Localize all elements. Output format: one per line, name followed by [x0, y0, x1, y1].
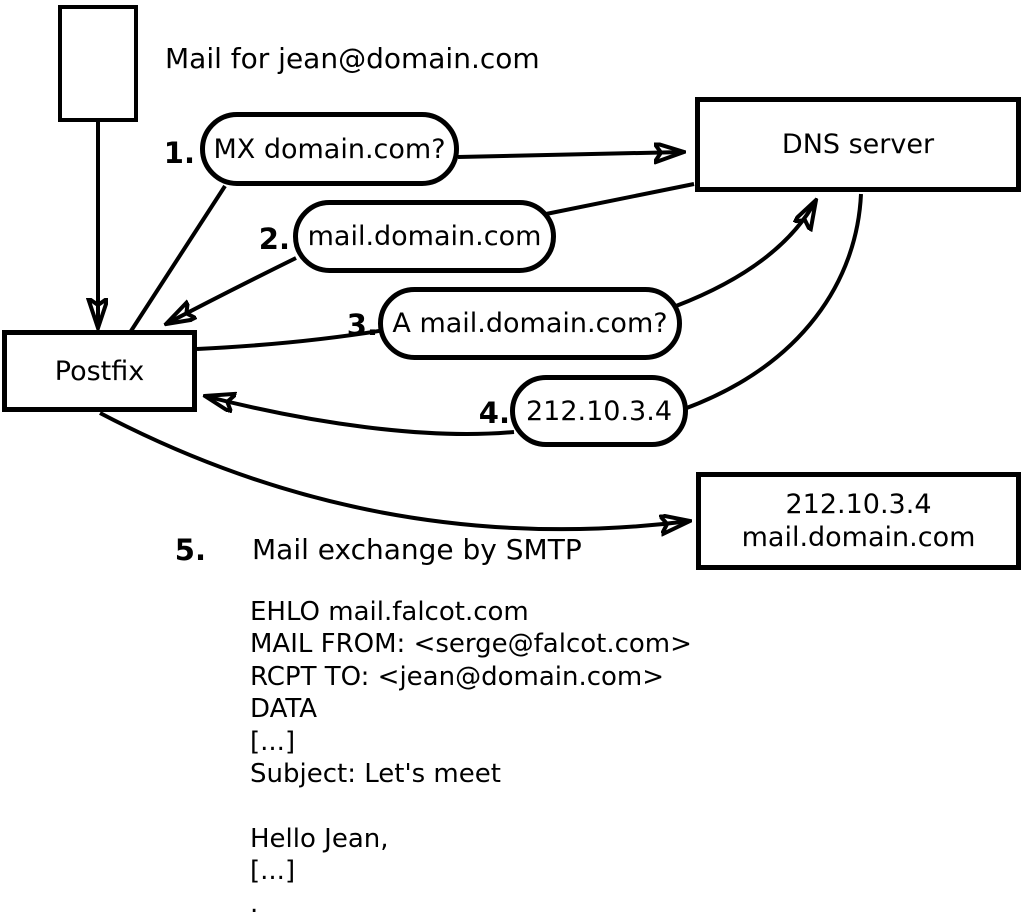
smtp-transcript: EHLO mail.falcot.com MAIL FROM: <serge@f…	[250, 596, 692, 919]
step-number-4: 4.	[478, 396, 510, 430]
answer-pill-ip-label: 212.10.3.4	[526, 395, 672, 427]
line-dns-to-mx-answer	[545, 182, 695, 216]
arrow-mx-query-to-dns	[457, 152, 684, 157]
postfix-node: Postfix	[2, 330, 197, 412]
smtp-line-end-dot: .	[250, 888, 259, 919]
line-query-mx	[129, 184, 227, 333]
postfix-node-label: Postfix	[54, 355, 145, 387]
mail-server-hostname-label: mail.domain.com	[741, 522, 976, 553]
smtp-line-blank	[250, 790, 692, 822]
query-pill-a-record-label: A mail.domain.com?	[392, 308, 668, 339]
answer-pill-ip: 212.10.3.4	[510, 375, 688, 447]
mail-server-node: 212.10.3.4 mail.domain.com	[696, 472, 1021, 570]
arrow-a-query-to-dns	[675, 200, 816, 308]
line-query-a-record	[196, 328, 386, 351]
arrow-mx-answer-to-postfix	[166, 256, 297, 324]
dns-server-node-label: DNS server	[781, 129, 935, 160]
smtp-exchange-label: Mail exchange by SMTP	[252, 533, 582, 566]
answer-pill-mail-domain: mail.domain.com	[293, 200, 556, 273]
mail-for-label: Mail for jean@domain.com	[165, 42, 540, 75]
smtp-line-data: DATA	[250, 694, 317, 725]
smtp-line-hello: Hello Jean,	[250, 823, 389, 854]
smtp-line-rcpt-to: RCPT TO: <jean@domain.com>	[250, 661, 665, 692]
step-number-2: 2.	[258, 222, 290, 256]
smtp-line-mail-from: MAIL FROM: <serge@falcot.com>	[250, 629, 692, 660]
mail-message-node	[58, 5, 138, 122]
line-dns-to-a-answer	[683, 193, 863, 411]
query-pill-a-record: A mail.domain.com?	[378, 287, 682, 360]
step-number-3: 3.	[346, 308, 378, 342]
answer-pill-mail-domain-label: mail.domain.com	[307, 221, 542, 252]
arrow-smtp-exchange	[99, 411, 690, 529]
mail-server-ip-label: 212.10.3.4	[785, 489, 932, 520]
query-pill-mx-label: MX domain.com?	[213, 133, 446, 165]
smtp-line-ellipsis-2: [...]	[250, 856, 296, 887]
query-pill-mx: MX domain.com?	[200, 112, 459, 186]
smtp-line-subject: Subject: Let's meet	[250, 758, 501, 789]
smtp-line-ehlo: EHLO mail.falcot.com	[250, 597, 529, 627]
step-number-5: 5.	[174, 533, 206, 567]
arrow-a-answer-to-postfix	[205, 396, 515, 436]
dns-server-node: DNS server	[695, 97, 1021, 192]
step-number-1: 1.	[163, 136, 195, 170]
smtp-line-ellipsis-1: [...]	[250, 726, 296, 757]
